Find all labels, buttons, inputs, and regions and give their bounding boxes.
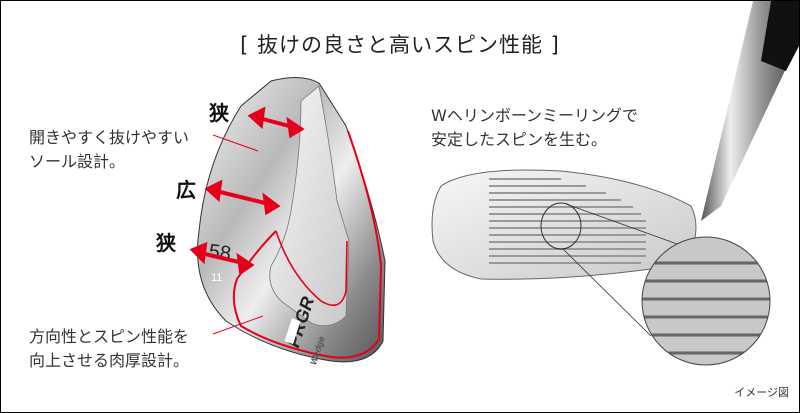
label-wide: 広 [176,178,196,202]
marking-plate [284,318,301,344]
width-arrows [189,106,305,276]
callout-line: ソール設計。 [29,152,126,171]
wedge-face-view [431,1,799,366]
callout-line: 安定したスピンを生む。 [431,130,608,149]
label-narrow-top: 狭 [209,101,229,125]
page-title: [ 抜けの良さと高いスピン性能 ] [240,33,560,57]
bounce-marking: 11 [211,272,222,284]
label-narrow-bottom: 狭 [156,231,176,255]
sole-callout: 開きやすく抜けやすい ソール設計。 [29,126,189,174]
wedge-back-view: PRGR Wedge 58 11 [189,77,386,366]
milling-callout: Wヘリンボーンミーリングで 安定したスピンを生む。 [431,104,638,152]
image-note: イメージ図 [734,386,789,399]
callout-line: 開きやすく抜けやすい [29,128,190,147]
callout-line: 向上させる肉厚設計。 [29,351,190,370]
thickness-callout: 方向性とスピン性能を 向上させる肉厚設計。 [29,325,189,373]
leader-line [212,134,259,152]
leader-line [212,315,264,335]
callout-line: 方向性とスピン性能を [29,327,190,346]
milling-zoom-circle [642,237,770,365]
callout-line: Wヘリンボーンミーリングで [431,106,639,125]
